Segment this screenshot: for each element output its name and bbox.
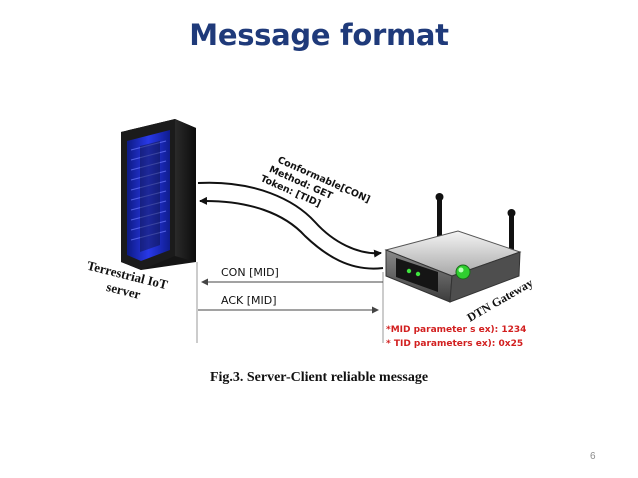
server-rack-icon [121,119,196,270]
con-label: CON [MID] [221,266,279,279]
request-curve-arrow [197,181,382,258]
page-number: 6 [590,451,596,462]
response-curve-arrow [199,196,384,270]
figure-caption: Fig.3. Server-Client reliable message [209,370,429,385]
slide-title: Message format [189,18,449,52]
tid-note: * TID parameters ex): 0x25 [386,339,523,349]
ack-label: ACK [MID] [221,294,277,307]
mid-note: *MID parameter s ex): 1234 [386,325,526,335]
gateway-router-icon [384,193,522,303]
